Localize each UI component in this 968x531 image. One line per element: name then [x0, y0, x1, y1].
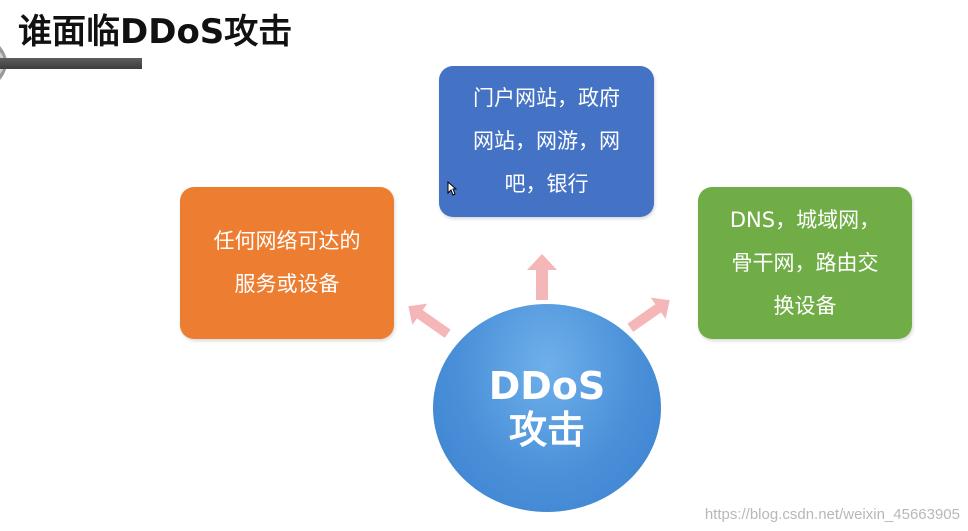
target-box-infrastructure: DNS，城域网， 骨干网，路由交 换设备 — [698, 187, 912, 339]
box-line: 网站，网游，网 — [473, 129, 620, 153]
circle-line-2: 攻击 — [508, 408, 585, 452]
circle-line-1: DDoS — [488, 364, 606, 408]
box-line: 服务或设备 — [234, 272, 340, 296]
watermark-url: https://blog.csdn.net/weixin_45663905 — [704, 506, 960, 523]
box-line: DNS，城域网， — [729, 207, 881, 232]
ddos-attack-circle: DDoS 攻击 — [433, 304, 661, 512]
box-line: 任何网络可达的 — [213, 229, 361, 253]
mouse-cursor-icon — [447, 181, 457, 196]
box-line: 骨干网，路由交 — [731, 250, 879, 275]
box-line: 门户网站，政府 — [473, 86, 620, 110]
title-underline-bar — [0, 58, 142, 69]
slide-title: 谁面临DDoS攻击 — [18, 12, 293, 52]
arrow-up-left-icon — [408, 303, 451, 338]
box-line: 换设备 — [773, 293, 837, 318]
target-box-services: 任何网络可达的 服务或设备 — [180, 187, 394, 339]
arrow-up-icon — [527, 254, 557, 300]
box-line: 吧，银行 — [504, 172, 589, 196]
arrow-up-right-icon — [627, 297, 670, 332]
target-box-portals: 门户网站，政府 网站，网游，网 吧，银行 — [439, 66, 654, 217]
